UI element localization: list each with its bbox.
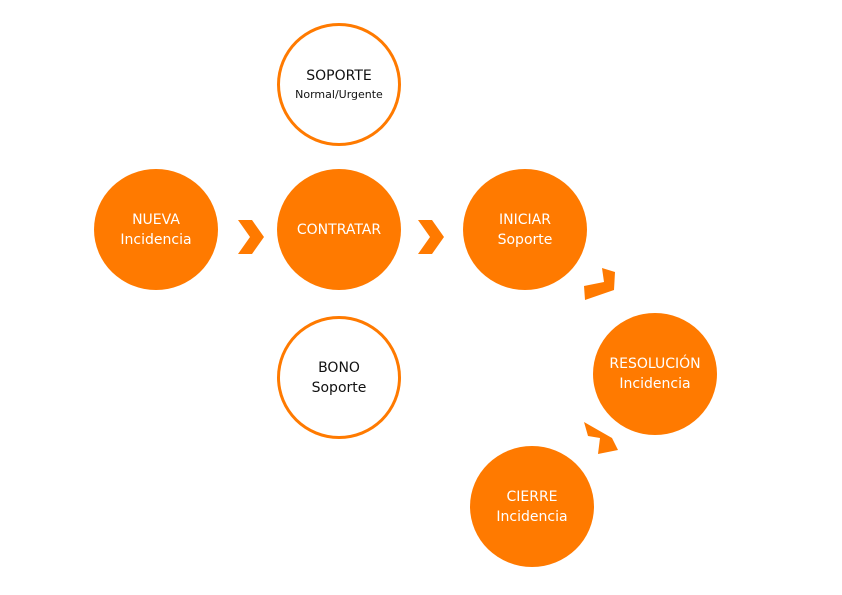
node-iniciar-subtitle: Soporte (497, 231, 553, 248)
node-resolucion-subtitle: Incidencia (619, 376, 691, 392)
node-cierre-subtitle: Incidencia (496, 508, 568, 525)
node-nueva-title: NUEVA (132, 211, 180, 228)
node-iniciar-title: INICIAR (499, 211, 551, 228)
node-soporte-title: SOPORTE (306, 67, 372, 84)
chevron-down-right-icon (584, 268, 615, 300)
node-iniciar-soporte: INICIAR Soporte (463, 169, 587, 290)
node-bono-title: BONO (318, 359, 360, 376)
node-cierre-title: CIERRE (506, 488, 558, 505)
node-soporte: SOPORTE Normal/Urgente (277, 23, 401, 146)
node-soporte-subtitle: Normal/Urgente (295, 87, 383, 101)
node-nueva-incidencia: NUEVA Incidencia (94, 169, 218, 290)
chevron-down-left-icon (584, 422, 618, 454)
node-contratar: CONTRATAR (277, 169, 401, 290)
node-nueva-subtitle: Incidencia (120, 231, 192, 248)
node-cierre-incidencia: CIERRE Incidencia (470, 446, 594, 567)
chevron-right-icon (238, 220, 264, 254)
node-bono-soporte: BONO Soporte (277, 316, 401, 439)
node-resolucion-incidencia: RESOLUCIÓN Incidencia (593, 313, 717, 435)
node-contratar-title: CONTRATAR (296, 221, 382, 238)
chevron-right-icon (418, 220, 444, 254)
node-resolucion-title: RESOLUCIÓN (609, 356, 701, 372)
node-bono-subtitle: Soporte (311, 379, 367, 396)
